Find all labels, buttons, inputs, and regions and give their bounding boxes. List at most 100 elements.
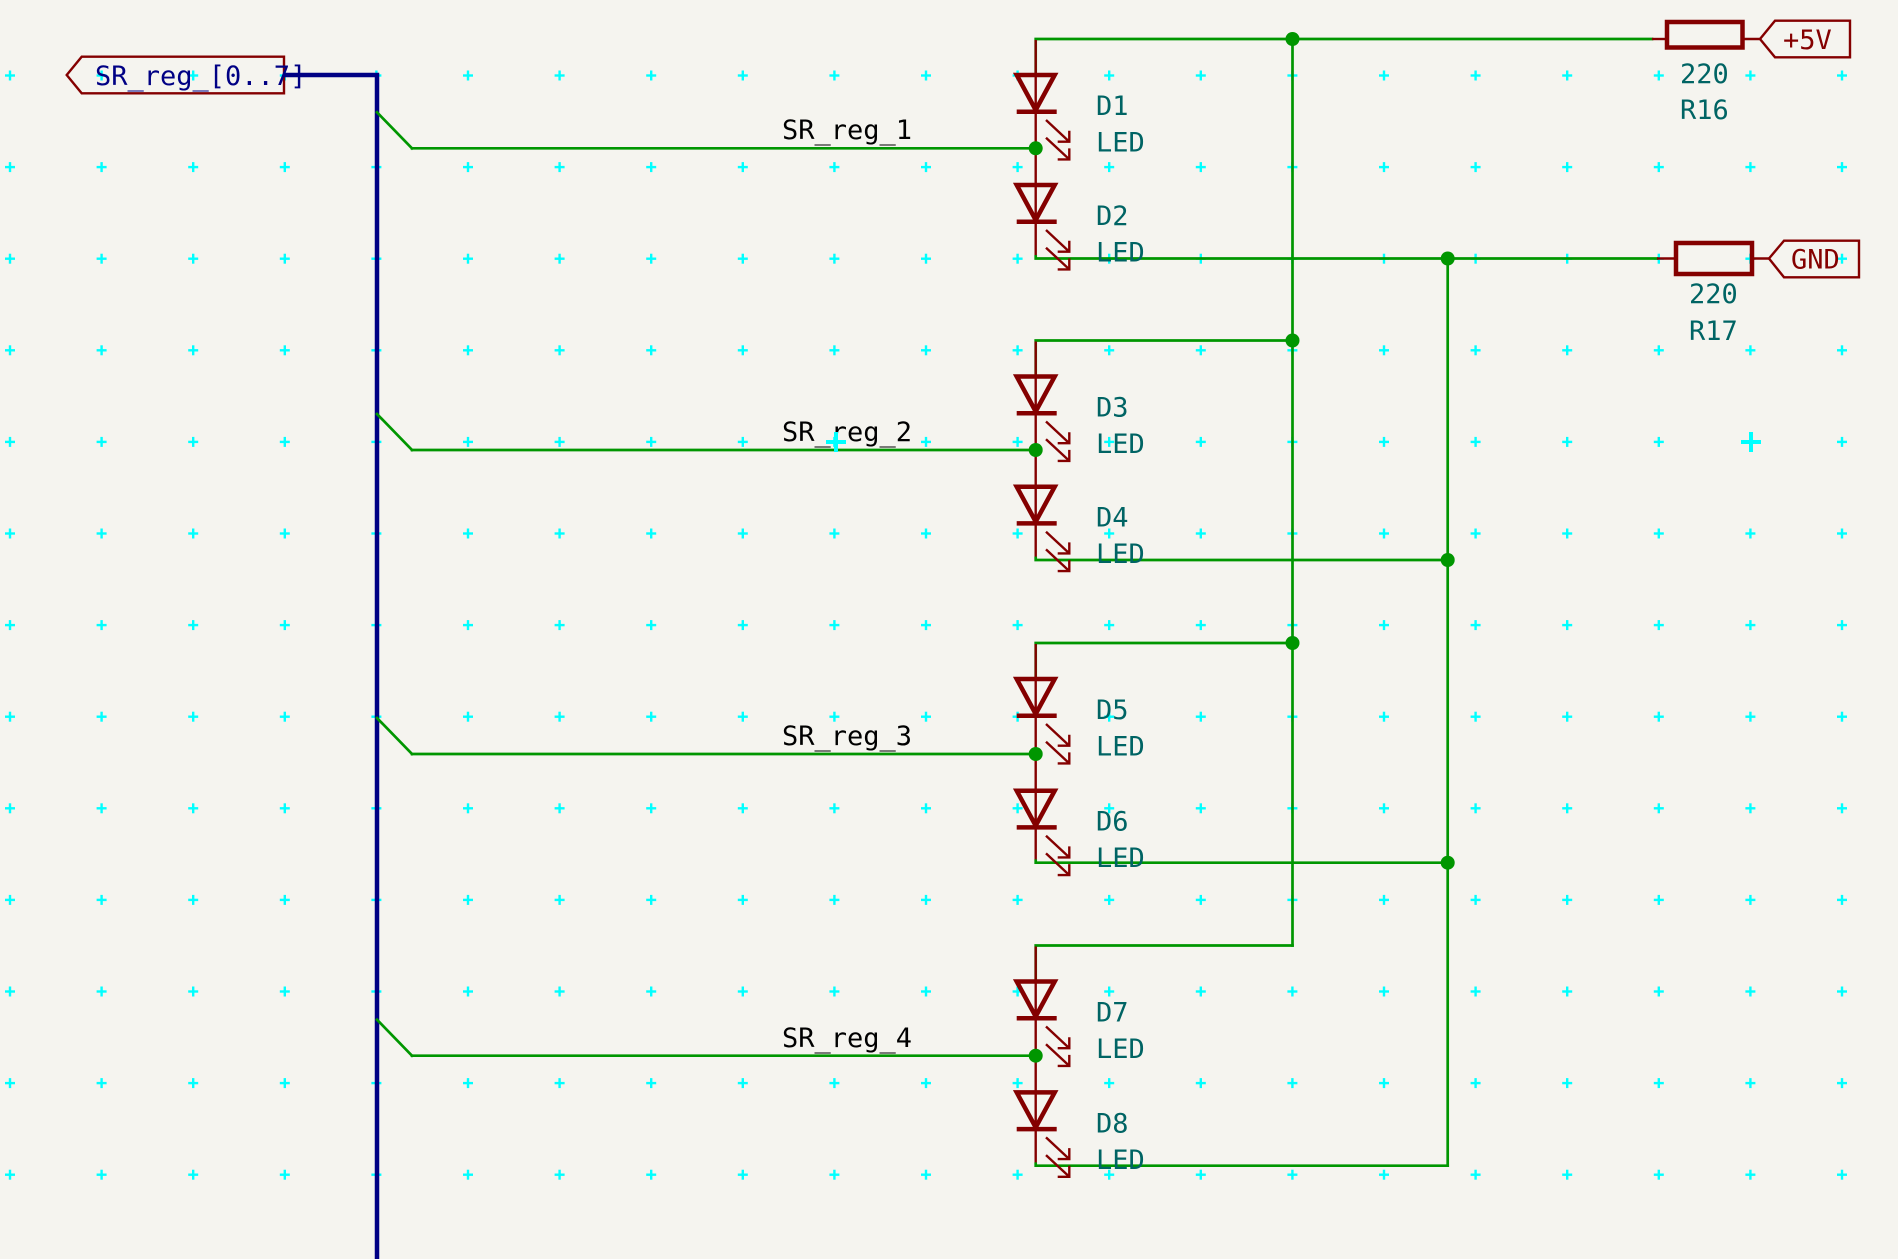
grid-point xyxy=(5,70,15,81)
net-label[interactable]: SR_reg_4 xyxy=(782,1023,912,1054)
power-label-text: +5V xyxy=(1783,25,1832,56)
grid-point xyxy=(5,162,15,173)
grid-point xyxy=(1653,345,1664,356)
grid-point xyxy=(1104,1078,1115,1089)
vcc-wire[interactable] xyxy=(1034,37,1294,77)
grid-point xyxy=(1195,894,1206,905)
gnd-wire[interactable] xyxy=(1034,1162,1450,1168)
grid-point xyxy=(96,894,107,905)
junction-dot xyxy=(1028,747,1043,761)
grid-point xyxy=(646,1169,657,1180)
light-emission-arrows-icon xyxy=(1045,1025,1071,1068)
grid-point xyxy=(188,436,199,447)
grid-point xyxy=(737,711,748,722)
grid-point xyxy=(1562,1169,1573,1180)
grid-point xyxy=(1653,986,1664,997)
vcc-wire[interactable] xyxy=(1034,339,1294,378)
grid-point xyxy=(646,803,657,814)
grid-point xyxy=(279,711,290,722)
hierarchical-label[interactable]: SR_reg_[0..7] xyxy=(65,55,307,95)
diode-triangle-icon xyxy=(1012,72,1059,115)
grid-point xyxy=(646,436,657,447)
grid-point xyxy=(1379,528,1389,539)
grid-point xyxy=(737,436,748,447)
gnd-wire[interactable] xyxy=(1034,859,1450,865)
grid-point xyxy=(1653,70,1664,81)
grid-point xyxy=(737,528,748,539)
bus-entry[interactable] xyxy=(375,110,414,151)
power-label-5v[interactable]: +5V xyxy=(1758,19,1852,59)
diode-triangle-icon xyxy=(1012,182,1059,225)
grid-point xyxy=(921,1078,931,1089)
grid-point xyxy=(1562,894,1573,905)
grid-point xyxy=(737,1169,748,1180)
bus-entry[interactable] xyxy=(375,1017,414,1058)
grid-point xyxy=(279,162,290,173)
grid-point xyxy=(554,803,565,814)
grid-point xyxy=(646,711,657,722)
grid-point xyxy=(1195,1078,1206,1089)
net-label[interactable]: SR_reg_2 xyxy=(782,417,912,448)
resistor-r17[interactable]: 220 R17 xyxy=(1657,240,1769,347)
grid-point xyxy=(1012,528,1023,539)
bus-entry[interactable] xyxy=(375,716,414,756)
vcc-wire[interactable] xyxy=(1034,641,1294,681)
led-value: LED xyxy=(1096,1034,1145,1065)
grid-point xyxy=(188,1078,199,1089)
grid-point xyxy=(829,70,840,81)
grid-point xyxy=(737,345,748,356)
net-label[interactable]: SR_reg_1 xyxy=(782,115,912,146)
grid-point xyxy=(1470,620,1481,631)
gnd-wire[interactable] xyxy=(1034,255,1450,260)
grid-point xyxy=(1562,162,1573,173)
grid-point xyxy=(188,70,199,81)
grid-point xyxy=(5,1169,15,1180)
grid-point xyxy=(1379,162,1389,173)
net-label[interactable]: SR_reg_3 xyxy=(782,721,912,752)
grid-point xyxy=(1745,70,1756,81)
grid-point xyxy=(1653,711,1664,722)
grid-point xyxy=(463,1078,473,1089)
led-value: LED xyxy=(1096,128,1145,159)
grid-point xyxy=(554,436,565,447)
grid-point xyxy=(1837,345,1847,356)
grid-point xyxy=(554,253,565,264)
grid-point xyxy=(1653,1078,1664,1089)
grid-point xyxy=(1653,894,1664,905)
grid-point xyxy=(737,894,748,905)
vcc-wire[interactable] xyxy=(1034,944,1294,983)
grid-point xyxy=(188,345,199,356)
led-ref: D1 xyxy=(1096,91,1129,122)
bus-sr-reg[interactable] xyxy=(284,72,380,1259)
junction-dot xyxy=(1028,1048,1043,1063)
grid-point xyxy=(1562,70,1573,81)
bus-entry[interactable] xyxy=(375,412,414,452)
grid-point xyxy=(646,70,657,81)
grid-point xyxy=(1104,70,1115,81)
grid-point xyxy=(96,986,107,997)
grid-point xyxy=(1195,620,1206,631)
junction-dot xyxy=(1028,443,1043,457)
grid-point xyxy=(921,436,931,447)
grid-point xyxy=(1745,711,1756,722)
grid-point xyxy=(1653,162,1664,173)
light-emission-arrows-icon xyxy=(1045,723,1071,765)
grid-point xyxy=(463,711,473,722)
resistor-r16[interactable]: 220 R16 xyxy=(1652,19,1760,126)
grid-point xyxy=(1837,253,1847,264)
cursor-cross xyxy=(1741,432,1761,452)
power-label-gnd[interactable]: GND xyxy=(1767,239,1861,279)
gnd-wire[interactable] xyxy=(1034,556,1450,562)
light-emission-arrows-icon xyxy=(1045,119,1071,161)
